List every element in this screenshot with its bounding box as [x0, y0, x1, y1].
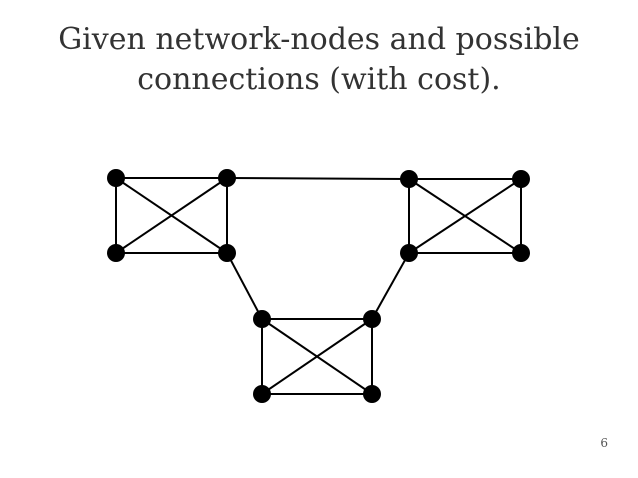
node-n12 [363, 385, 381, 403]
edge-n2-n3 [115, 177, 228, 254]
edge-n10-n11 [261, 318, 373, 395]
node-n2 [218, 169, 236, 187]
node-n7 [400, 244, 418, 262]
page-number: 6 [600, 436, 608, 450]
title-line-2: connections (with cost). [137, 62, 501, 97]
node-n4 [218, 244, 236, 262]
slide-title: Given network-nodes and possible connect… [0, 20, 638, 100]
graph-nodes [107, 169, 530, 403]
node-n8 [512, 244, 530, 262]
node-n5 [400, 170, 418, 188]
edge-n4-n9 [226, 252, 263, 320]
edge-n2-n5 [226, 177, 410, 180]
title-line-1: Given network-nodes and possible [58, 22, 580, 57]
edge-n6-n7 [408, 178, 522, 254]
node-n1 [107, 169, 125, 187]
node-n11 [253, 385, 271, 403]
graph-edges [115, 177, 522, 395]
node-n6 [512, 170, 530, 188]
node-n10 [363, 310, 381, 328]
node-n3 [107, 244, 125, 262]
edge-n7-n10 [371, 252, 410, 320]
node-n9 [253, 310, 271, 328]
